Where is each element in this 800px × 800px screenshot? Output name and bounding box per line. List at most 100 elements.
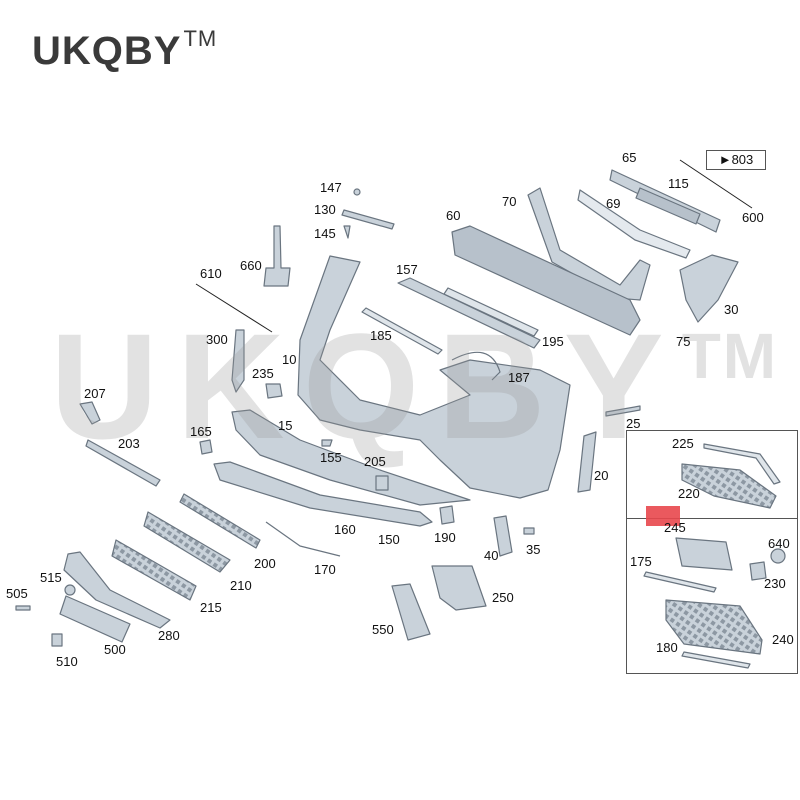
part-label[interactable]: 160 bbox=[334, 522, 356, 537]
part-195-strip bbox=[443, 287, 539, 337]
part-label[interactable]: 190 bbox=[434, 530, 456, 545]
part-label[interactable]: 505 bbox=[6, 586, 28, 601]
part-label[interactable]: 187 bbox=[508, 370, 530, 385]
part-25-clip bbox=[605, 405, 641, 417]
part-505-screw bbox=[15, 605, 31, 611]
part-205-clip bbox=[375, 475, 389, 491]
part-40-bracket bbox=[493, 515, 513, 557]
part-label[interactable]: 40 bbox=[484, 548, 499, 563]
inset-divider bbox=[626, 518, 798, 519]
part-210-grille bbox=[143, 511, 231, 573]
part-245-bezel bbox=[675, 537, 733, 571]
part-label[interactable]: 225 bbox=[672, 436, 694, 451]
part-label[interactable]: 205 bbox=[364, 454, 386, 469]
part-150-lip bbox=[231, 409, 471, 506]
part-200-grille bbox=[179, 493, 261, 549]
part-label[interactable]: 515 bbox=[40, 570, 62, 585]
part-label[interactable]: 200 bbox=[254, 556, 276, 571]
part-label[interactable]: 250 bbox=[492, 590, 514, 605]
part-240-grille bbox=[665, 599, 763, 655]
part-label[interactable]: 610 bbox=[200, 266, 222, 281]
part-label[interactable]: 30 bbox=[724, 302, 739, 317]
part-label[interactable]: 145 bbox=[314, 226, 336, 241]
part-215-grille bbox=[111, 539, 197, 601]
part-175-strip bbox=[643, 571, 717, 593]
part-label[interactable]: 165 bbox=[190, 424, 212, 439]
part-label[interactable]: 195 bbox=[542, 334, 564, 349]
part-label[interactable]: 550 bbox=[372, 622, 394, 637]
part-label[interactable]: 10 bbox=[282, 352, 297, 367]
part-label[interactable]: 203 bbox=[118, 436, 140, 451]
part-label[interactable]: 280 bbox=[158, 628, 180, 643]
part-label[interactable]: 35 bbox=[526, 542, 541, 557]
part-640-ring bbox=[770, 548, 786, 564]
part-label[interactable]: 600 bbox=[742, 210, 764, 225]
part-label[interactable]: 69 bbox=[606, 196, 621, 211]
part-label[interactable]: 155 bbox=[320, 450, 342, 465]
highlight-marker bbox=[646, 506, 680, 526]
part-145-clip bbox=[343, 225, 351, 239]
part-label[interactable]: 510 bbox=[56, 654, 78, 669]
part-203-strip bbox=[85, 439, 161, 487]
part-130-trim bbox=[341, 209, 395, 230]
part-550-bracket bbox=[391, 583, 431, 641]
part-label[interactable]: 300 bbox=[206, 332, 228, 347]
part-69-frame bbox=[577, 189, 691, 259]
brand-name: UKQBY bbox=[32, 29, 182, 73]
part-label[interactable]: 245 bbox=[664, 520, 686, 535]
part-30-bracket bbox=[679, 254, 739, 323]
part-label[interactable]: 180 bbox=[656, 640, 678, 655]
part-187-wire bbox=[451, 351, 501, 381]
arrow-right-icon: ► bbox=[718, 152, 732, 167]
part-225-trim bbox=[703, 443, 781, 485]
part-label[interactable]: 500 bbox=[104, 642, 126, 657]
part-label[interactable]: 150 bbox=[378, 532, 400, 547]
part-label[interactable]: 640 bbox=[768, 536, 790, 551]
part-label[interactable]: 215 bbox=[200, 600, 222, 615]
part-label[interactable]: 15 bbox=[278, 418, 293, 433]
part-label[interactable]: 75 bbox=[676, 334, 691, 349]
leader-line-610 bbox=[195, 283, 273, 333]
detail-inset-box bbox=[626, 430, 798, 674]
part-label[interactable]: 185 bbox=[370, 328, 392, 343]
leader-line-600 bbox=[679, 159, 753, 209]
part-165-clip bbox=[199, 439, 213, 455]
part-label[interactable]: 157 bbox=[396, 262, 418, 277]
part-label[interactable]: 25 bbox=[626, 416, 641, 431]
part-label[interactable]: 115 bbox=[668, 176, 689, 191]
part-label[interactable]: 207 bbox=[84, 386, 106, 401]
part-115-bracket bbox=[635, 187, 701, 225]
brand-logo: UKQBYTM bbox=[32, 26, 217, 74]
part-label[interactable]: 240 bbox=[772, 632, 794, 647]
part-label[interactable]: 660 bbox=[240, 258, 262, 273]
part-label[interactable]: 175 bbox=[630, 554, 652, 569]
part-180-strip bbox=[681, 651, 751, 669]
part-label[interactable]: 235 bbox=[252, 366, 274, 381]
part-220-grille bbox=[681, 463, 777, 509]
part-label[interactable]: 130 bbox=[314, 202, 336, 217]
part-label[interactable]: 230 bbox=[764, 576, 786, 591]
part-170-strip bbox=[265, 521, 341, 557]
brand-tm: TM bbox=[183, 26, 218, 51]
part-147-clip bbox=[353, 188, 361, 196]
part-label[interactable]: 170 bbox=[314, 562, 336, 577]
part-label[interactable]: 210 bbox=[230, 578, 252, 593]
part-10-bumper-cover bbox=[297, 255, 571, 499]
part-185-strip bbox=[361, 307, 443, 355]
part-label[interactable]: 220 bbox=[678, 486, 700, 501]
part-300-support bbox=[231, 329, 245, 393]
part-510-clip bbox=[51, 633, 63, 647]
part-label[interactable]: 20 bbox=[594, 468, 609, 483]
part-207-bracket bbox=[79, 401, 101, 425]
part-235-bracket bbox=[265, 383, 283, 399]
part-label[interactable]: 60 bbox=[446, 208, 461, 223]
part-60-absorber bbox=[451, 225, 641, 336]
part-250-bezel bbox=[431, 565, 487, 611]
part-157-rail bbox=[397, 277, 541, 349]
part-label[interactable]: 65 bbox=[622, 150, 637, 165]
reference-box-text: 803 bbox=[731, 152, 754, 167]
part-label[interactable]: 70 bbox=[502, 194, 517, 209]
part-label[interactable]: 147 bbox=[320, 180, 342, 195]
reference-box[interactable]: ►803 bbox=[706, 150, 766, 170]
